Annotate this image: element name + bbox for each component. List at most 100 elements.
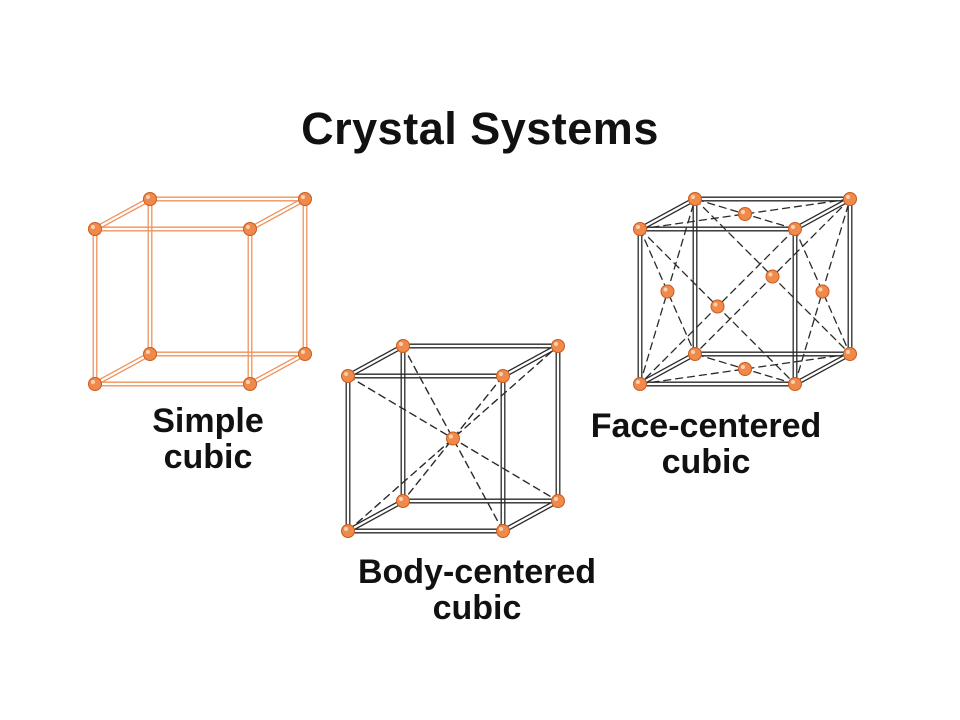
face-centered-cubic-face-atom-highlight	[713, 302, 718, 307]
face-centered-cubic-face-atom	[710, 299, 725, 314]
simple-cubic-edge	[250, 354, 307, 387]
body-centered-cubic-corner-atom	[341, 369, 355, 383]
body-centered-cubic-corner-atom-highlight	[499, 372, 503, 376]
body-centered-cubic-corner-atom	[496, 524, 510, 538]
simple-cubic-label: Simple cubic	[128, 403, 288, 475]
body-centered-cubic-corner-atom	[551, 339, 565, 353]
face-centered-cubic-corner-atom	[688, 347, 702, 361]
face-centered-cubic-corner-atom-highlight	[791, 225, 795, 229]
simple-cubic-corner-atom-highlight	[246, 225, 250, 229]
body-centered-cubic-edge	[501, 498, 558, 531]
face-centered-cubic-corner-atom-highlight	[846, 195, 850, 199]
face-centered-cubic-corner-atom	[688, 192, 702, 206]
simple-cubic-corner-atom	[298, 192, 312, 206]
face-centered-cubic-face-atom	[660, 284, 675, 299]
face-centered-cubic-diagram	[633, 192, 857, 391]
face-centered-cubic-face-atom	[738, 362, 752, 376]
face-centered-cubic-label-line1: Face-centered	[590, 407, 822, 445]
simple-cubic-corner-atom-highlight	[146, 350, 150, 354]
simple-cubic-corner-atom-highlight	[91, 225, 95, 229]
face-centered-cubic-edge	[638, 351, 695, 384]
body-centered-cubic-corner-atom-highlight	[554, 497, 558, 501]
face-centered-cubic-face-diagonal	[639, 198, 851, 230]
body-centered-cubic-label-line1: Body-centered	[357, 553, 597, 591]
face-centered-cubic-corner-atom-highlight	[846, 350, 850, 354]
face-centered-cubic-face-atom-highlight	[741, 365, 745, 369]
simple-cubic-corner-atom	[143, 192, 157, 206]
slide-title: Crystal Systems	[301, 103, 659, 154]
face-centered-cubic-corner-atom-highlight	[791, 380, 795, 384]
face-centered-cubic-edge	[793, 351, 850, 384]
body-centered-cubic-corner-atom	[551, 494, 565, 508]
body-centered-cubic-corner-atom-highlight	[344, 527, 348, 531]
face-centered-cubic-face-atom-highlight	[818, 287, 823, 292]
simple-cubic-corner-atom	[88, 222, 102, 236]
simple-cubic-label-line2: cubic	[163, 438, 253, 476]
face-centered-cubic-face-atom	[815, 284, 830, 299]
face-centered-cubic-corner-atom-highlight	[636, 225, 640, 229]
face-centered-cubic-corner-atom	[843, 347, 857, 361]
simple-cubic-label-line1: Simple	[152, 402, 264, 440]
body-centered-cubic-corner-atom	[341, 524, 355, 538]
simple-cubic-edge	[95, 199, 152, 232]
face-centered-cubic-label: Face-centered cubic	[556, 408, 856, 480]
body-centered-cubic-corner-atom	[396, 494, 410, 508]
body-centered-cubic-edge	[346, 343, 403, 376]
simple-cubic-edge	[248, 196, 305, 229]
body-centered-cubic-corner-atom	[496, 369, 510, 383]
body-centered-cubic-corner-atom-highlight	[344, 372, 348, 376]
simple-cubic-corner-atom	[143, 347, 157, 361]
face-centered-cubic-label-line2: cubic	[661, 443, 751, 481]
simple-cubic-edge	[95, 354, 152, 387]
body-centered-cubic-center-atom-highlight	[449, 434, 453, 439]
face-centered-cubic-corner-atom-highlight	[691, 350, 695, 354]
face-centered-cubic-corner-atom-highlight	[636, 380, 640, 384]
body-centered-cubic-corner-atom-highlight	[399, 342, 403, 346]
body-centered-cubic-center-atom	[446, 431, 460, 446]
body-centered-cubic-edge	[503, 501, 560, 534]
body-centered-cubic-diagonal	[402, 345, 504, 532]
body-centered-cubic-diagonal	[402, 375, 504, 502]
face-centered-cubic-face-atom-highlight	[663, 287, 668, 292]
body-centered-cubic-corner-atom-highlight	[399, 497, 403, 501]
body-centered-cubic-diagram	[341, 339, 565, 538]
simple-cubic-edge	[93, 351, 150, 384]
body-centered-cubic-edge	[501, 343, 558, 376]
simple-cubic-corner-atom	[243, 222, 257, 236]
simple-cubic-corner-atom	[88, 377, 102, 391]
face-centered-cubic-edge	[638, 196, 695, 229]
simple-cubic-corner-atom-highlight	[301, 350, 305, 354]
simple-cubic-corner-atom-highlight	[91, 380, 95, 384]
body-centered-cubic-corner-atom-highlight	[499, 527, 503, 531]
face-centered-cubic-corner-atom	[788, 222, 802, 236]
face-centered-cubic-corner-atom	[788, 377, 802, 391]
body-centered-cubic-diagonal	[347, 345, 559, 532]
body-centered-cubic-label: Body-centered cubic	[322, 554, 632, 626]
face-centered-cubic-face-diagonal	[794, 228, 851, 355]
body-centered-cubic-label-line2: cubic	[432, 589, 522, 627]
face-centered-cubic-face-atom	[765, 269, 780, 284]
body-centered-cubic-corner-atom	[396, 339, 410, 353]
body-centered-cubic-edge	[346, 498, 403, 531]
face-centered-cubic-corner-atom	[633, 222, 647, 236]
face-centered-cubic-corner-atom	[843, 192, 857, 206]
simple-cubic-diagram	[88, 192, 312, 391]
face-centered-cubic-edge	[640, 199, 697, 232]
simple-cubic-corner-atom	[243, 377, 257, 391]
body-centered-cubic-corner-atom-highlight	[554, 342, 558, 346]
simple-cubic-corner-atom-highlight	[146, 195, 150, 199]
body-centered-cubic-edge	[348, 501, 405, 534]
simple-cubic-edge	[248, 351, 305, 384]
face-centered-cubic-corner-atom	[633, 377, 647, 391]
simple-cubic-edge	[93, 196, 150, 229]
simple-cubic-edge	[250, 199, 307, 232]
face-centered-cubic-edge	[793, 196, 850, 229]
face-centered-cubic-face-atom-highlight	[741, 210, 745, 214]
face-centered-cubic-face-atom-highlight	[768, 272, 773, 277]
face-centered-cubic-face-diagonal	[639, 353, 851, 385]
simple-cubic-corner-atom-highlight	[301, 195, 305, 199]
simple-cubic-corner-atom	[298, 347, 312, 361]
face-centered-cubic-edge	[640, 354, 697, 387]
face-centered-cubic-corner-atom-highlight	[691, 195, 695, 199]
